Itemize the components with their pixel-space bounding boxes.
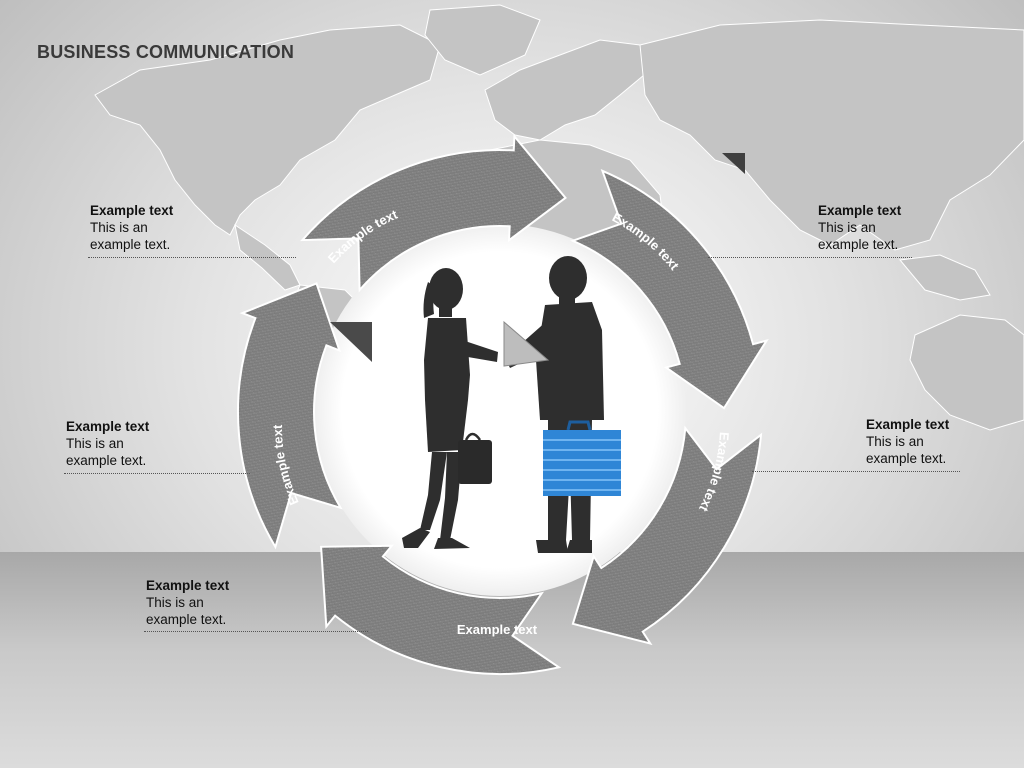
callout-leader-line: [708, 257, 912, 258]
cycle-arrow-segment-3: [571, 425, 763, 646]
cycle-arrow-segment-4: [320, 544, 562, 675]
triangle-marker-top-right: [722, 153, 745, 174]
map-north-america: [94, 24, 441, 236]
callout-body: This is an example text.: [146, 595, 227, 627]
callout-top-left: Example text This is an example text.: [90, 202, 180, 253]
map-southeast-asia: [899, 254, 991, 301]
callout-leader-line: [752, 471, 960, 472]
callout-body: This is an example text.: [866, 434, 947, 466]
callout-leader-line: [144, 631, 368, 632]
document-icon: [503, 320, 550, 367]
callout-heading: Example text: [818, 203, 902, 218]
map-europe: [484, 39, 651, 141]
cycle-arrow-segment-5: [237, 282, 343, 550]
callout-middle-right: Example text This is an example text.: [866, 416, 956, 467]
map-asia: [639, 19, 1024, 251]
callout-leader-line: [88, 257, 296, 258]
callout-heading: Example text: [146, 578, 230, 593]
map-greenland: [424, 4, 541, 76]
callout-heading: Example text: [90, 203, 174, 218]
callout-body: This is an example text.: [66, 436, 147, 468]
callout-body: This is an example text.: [90, 220, 171, 252]
slide-title: BUSINESS COMMUNICATION: [37, 42, 295, 62]
triangle-marker-left: [330, 322, 372, 362]
callout-middle-left: Example text This is an example text.: [66, 418, 156, 469]
callout-top-right: Example text This is an example text.: [818, 202, 908, 253]
cycle-ring: [237, 133, 769, 675]
callout-body: This is an example text.: [818, 220, 899, 252]
callout-bottom-left: Example text This is an example text.: [146, 577, 236, 628]
callout-leader-line: [64, 473, 250, 474]
callout-heading: Example text: [866, 417, 950, 432]
cycle-arrow-segment-1: [300, 133, 567, 293]
handbag-icon: [458, 432, 492, 484]
map-australia: [909, 314, 1024, 431]
segment-label-4: Example text: [457, 622, 538, 637]
woman-silhouette: [402, 268, 498, 549]
briefcase-icon: [543, 420, 621, 496]
callout-heading: Example text: [66, 419, 150, 434]
cycle-arrow-segment-2: [569, 168, 769, 410]
